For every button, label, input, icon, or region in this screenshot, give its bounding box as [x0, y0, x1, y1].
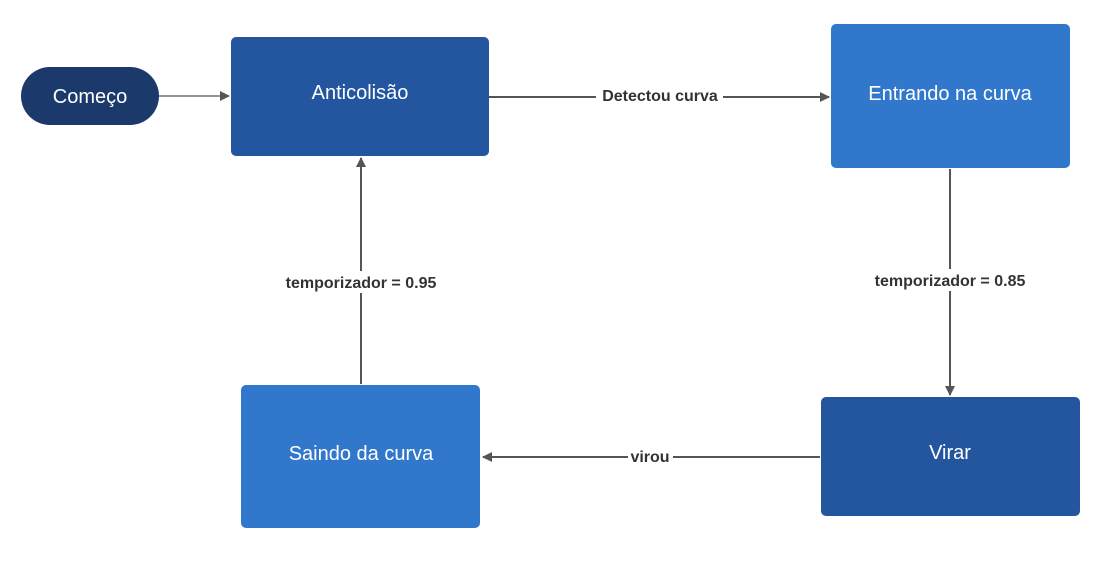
node-virar-label: Virar: [929, 442, 971, 464]
node-entrando: Entrando na curva: [831, 24, 1070, 168]
node-saindo: Saindo da curva: [241, 385, 480, 528]
node-start: Começo: [21, 67, 159, 125]
node-entrando-shape: [831, 24, 1070, 168]
node-anticolisao-label: Anticolisão: [312, 82, 409, 104]
node-start-label: Começo: [53, 86, 127, 108]
edge-label-virou: virou: [630, 449, 669, 466]
node-virar: Virar: [821, 397, 1080, 516]
node-anticolisao-shape: [231, 37, 489, 156]
edge-label-temporizador-085: temporizador = 0.85: [875, 273, 1026, 290]
node-saindo-label: Saindo da curva: [289, 443, 434, 465]
node-saindo-shape: [241, 385, 480, 528]
node-anticolisao: Anticolisão: [231, 37, 489, 156]
edge-labels: Detectou curva temporizador = 0.85 virou…: [276, 86, 1034, 467]
edge-label-temporizador-095: temporizador = 0.95: [286, 275, 437, 292]
edge-label-detectou-curva: Detectou curva: [602, 88, 718, 105]
node-virar-shape: [821, 397, 1080, 516]
node-entrando-label: Entrando na curva: [868, 83, 1032, 105]
node-start-shape: [21, 67, 159, 125]
